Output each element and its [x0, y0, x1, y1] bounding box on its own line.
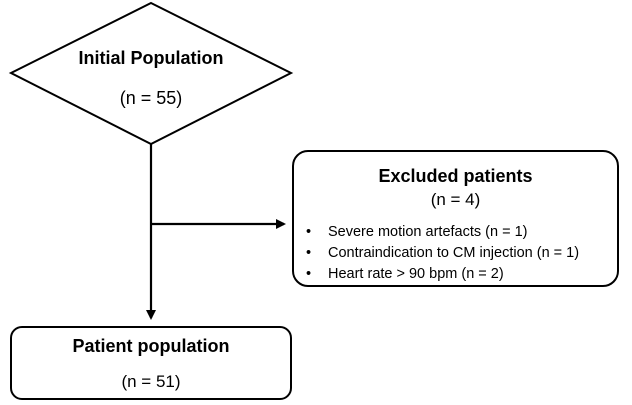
exclusion-reason-text: Heart rate > 90 bpm (n = 2)	[328, 266, 504, 282]
bullet-icon: •	[306, 266, 312, 282]
exclusion-reason-text: Contraindication to CM injection (n = 1)	[328, 245, 580, 261]
initial-population-count: (n = 55)	[119, 88, 183, 108]
exclusion-reasons-list: • Severe motion artefacts (n = 1) • Contra…	[306, 222, 579, 285]
excluded-patients-title: Excluded patients	[378, 166, 533, 186]
exclusion-reason-text: Severe motion artefacts (n = 1)	[328, 224, 528, 240]
initial-population-title: Initial Population	[78, 48, 224, 68]
initial-population-diamond	[8, 1, 294, 146]
excluded-patients-count: (n = 4)	[430, 190, 481, 209]
bullet-icon: •	[306, 224, 312, 240]
exclusion-reason: • Severe motion artefacts (n = 1)	[306, 222, 579, 243]
excluded-patients-box: Excluded patients (n = 4) • Severe motion…	[292, 150, 619, 287]
patient-population-count: (n = 51)	[121, 372, 181, 391]
exclusion-reason: • Contraindication to CM injection (n = 1…	[306, 243, 579, 264]
exclusion-reason: • Heart rate > 90 bpm (n = 2)	[306, 264, 579, 285]
patient-population-box: Patient population (n = 51)	[10, 326, 292, 400]
bullet-icon: •	[306, 245, 312, 261]
patient-population-title: Patient population	[72, 336, 230, 356]
